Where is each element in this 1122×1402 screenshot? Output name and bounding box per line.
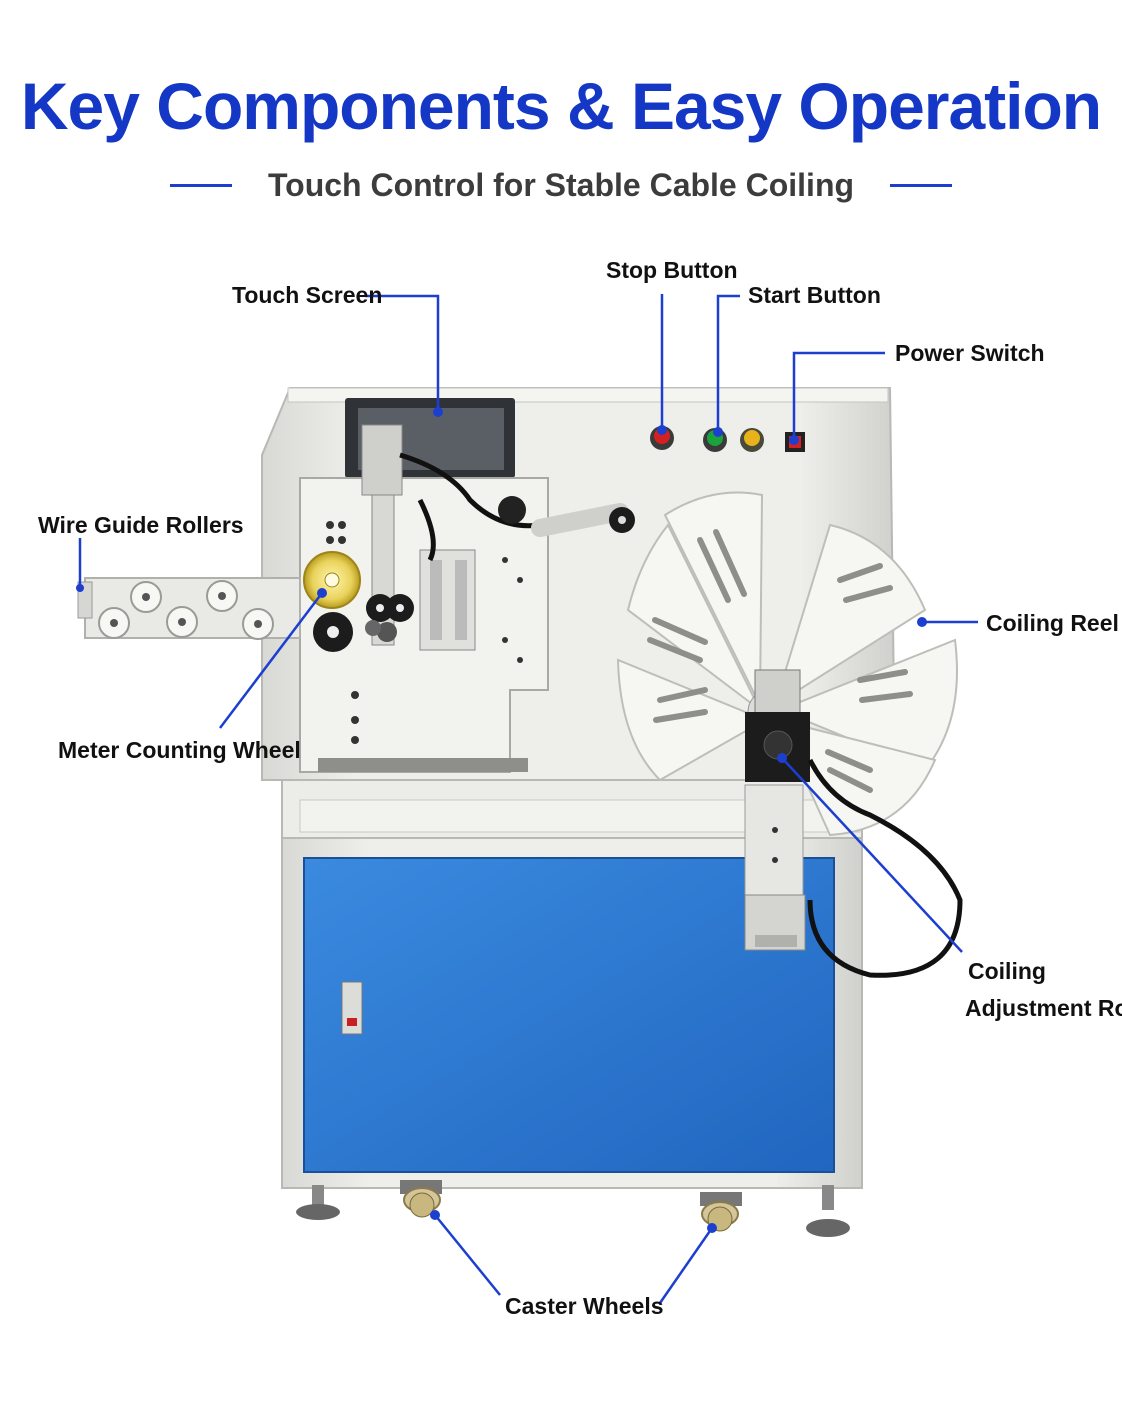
stop-button-label: Stop Button <box>606 257 738 283</box>
coiling-adjustment-rod-leader <box>781 757 963 953</box>
touch-screen-leader <box>365 294 440 412</box>
coiling-adjustment-rod[interactable] <box>744 669 963 978</box>
caster-right-leader <box>658 1227 714 1304</box>
caster-wheels-label: Caster Wheels <box>505 1293 664 1319</box>
meter-counting-wheel-label: Meter Counting Wheel <box>58 737 301 763</box>
cabinet-lock[interactable] <box>341 981 363 1035</box>
caster-wheels[interactable] <box>400 1180 742 1232</box>
black-pressure-rollers <box>313 594 414 652</box>
callout-leaders <box>78 294 978 1304</box>
coiling-adjustment-rod-label-line2: Adjustment Rod <box>965 995 1122 1021</box>
wire-guide-rollers-label: Wire Guide Rollers <box>38 512 244 538</box>
coiling-adjustment-rod-label-line1: Coiling <box>968 958 1046 984</box>
page-subtitle: Touch Control for Stable Cable Coiling <box>267 166 855 203</box>
power-switch-label: Power Switch <box>895 340 1045 366</box>
touch-screen-label: Touch Screen <box>232 282 383 308</box>
wire-guide-rollers[interactable] <box>77 577 301 640</box>
start-button-label: Start Button <box>748 282 881 308</box>
meter-counting-wheel-leader <box>219 592 323 729</box>
caster-left-leader <box>434 1214 501 1296</box>
subtitle-rule-left <box>169 183 232 187</box>
guide-arm <box>531 503 635 537</box>
callout-dots <box>76 407 927 1233</box>
page-title: Key Components & Easy Operation <box>20 69 1102 143</box>
start-button-leader <box>716 294 740 432</box>
meter-counting-wheel[interactable] <box>303 551 361 609</box>
power-switch-leader <box>792 351 885 440</box>
subtitle-row: Touch Control for Stable Cable Coiling <box>0 165 1122 205</box>
indicator-button[interactable] <box>740 428 764 452</box>
subtitle-rule-right <box>890 183 953 187</box>
coiling-reel[interactable] <box>616 491 958 837</box>
coiling-reel-label: Coiling Reel <box>986 610 1119 636</box>
leveling-feet <box>296 1185 850 1237</box>
